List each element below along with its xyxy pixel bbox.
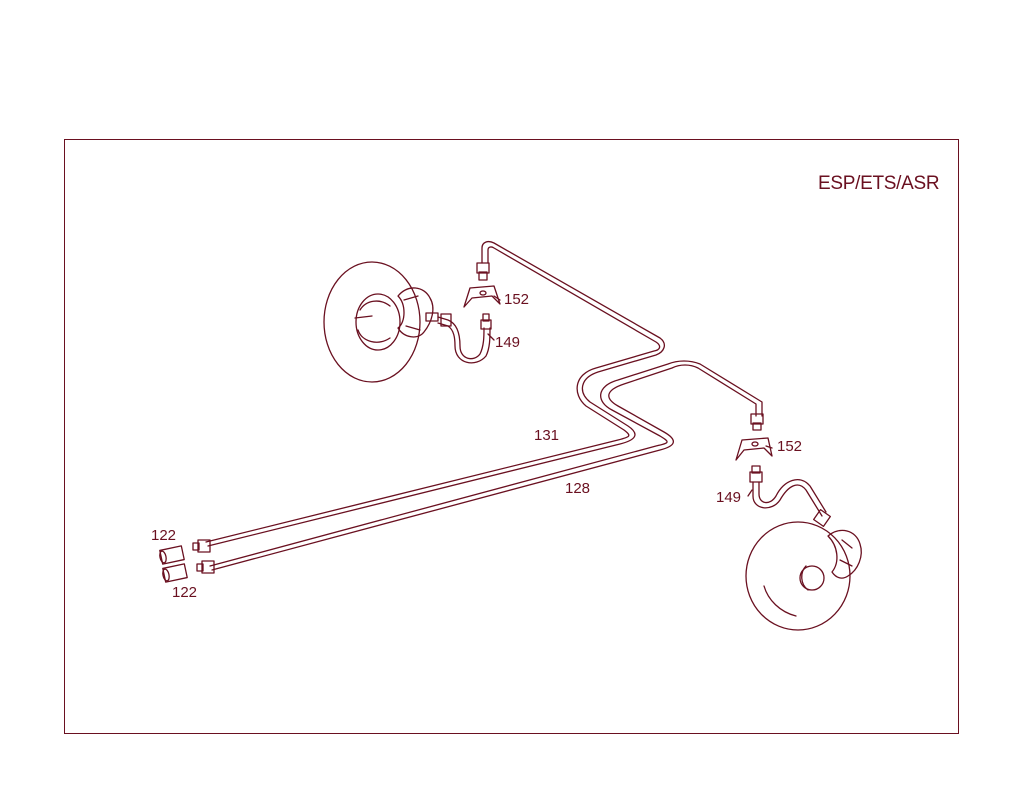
upper-brake-disc	[323, 261, 439, 383]
lower-line-fitting	[750, 413, 764, 431]
callout-131: 131	[534, 427, 560, 444]
upper-brake-hose	[437, 313, 492, 364]
callout-152-lower: 152	[777, 438, 803, 455]
callout-149-lower: 149	[716, 489, 742, 506]
caps-122	[159, 545, 188, 583]
leader-lines	[487, 295, 773, 497]
upper-bracket	[463, 285, 501, 308]
callout-149-upper: 149	[495, 334, 521, 351]
upper-line-fitting	[476, 262, 490, 281]
brake-line-131	[205, 241, 666, 547]
system-label: ESP/ETS/ASR	[818, 173, 940, 194]
lower-brake-disc	[745, 521, 862, 631]
brake-line-128	[209, 360, 763, 571]
diagram-frame	[64, 139, 959, 734]
callout-122-lower: 122	[172, 584, 198, 601]
lower-brake-hose	[749, 465, 832, 528]
callout-152-upper: 152	[504, 291, 530, 308]
callout-122-upper: 122	[151, 527, 177, 544]
line-end-fittings	[192, 539, 215, 574]
lower-bracket	[735, 437, 773, 461]
callout-128: 128	[565, 480, 591, 497]
